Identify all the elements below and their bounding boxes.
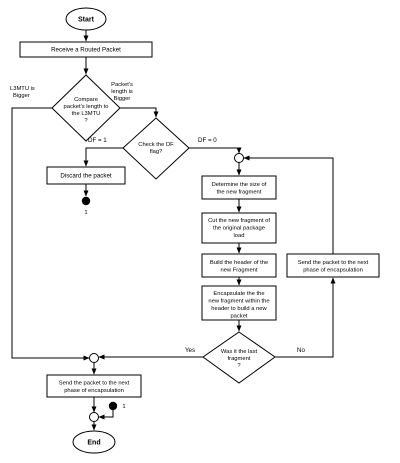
build-label-line-1: Build the header of the xyxy=(210,260,268,266)
discard-packet-label: Discard the packet xyxy=(60,173,112,180)
last-label-line-1: Was it the last xyxy=(221,349,258,355)
build-label-line-2: new Fragment xyxy=(220,268,257,274)
cut-label-line-3: load xyxy=(234,233,245,239)
send-next-label-line-2: phase of encapsulation xyxy=(303,268,363,274)
compare-label-line-3: the L3MTU xyxy=(72,111,101,117)
l3mtu-bigger-label-line-1: L3MTU is xyxy=(10,86,35,92)
encapsulate-box: Encapsulate the the new fragment within … xyxy=(201,285,277,321)
send-final-label-line-2: phase of encapsulation xyxy=(64,388,124,394)
send-final-label-line-1: Send the packet to the next xyxy=(59,381,130,387)
encapsulate-label-line-3: header to build a new xyxy=(211,306,267,312)
packet-bigger-label-line-3: Bigger xyxy=(114,96,131,102)
determine-label-line-1: Determine the size of xyxy=(212,182,267,188)
discard-connector-label: 1 xyxy=(84,210,87,216)
check-df-label-line-1: Check the DF xyxy=(138,142,174,148)
df-one-label: DF = 1 xyxy=(88,137,107,144)
receive-packet-label: Receive a Routed Packet xyxy=(51,47,121,54)
last-label-line-3: ? xyxy=(237,363,241,369)
last-fragment-decision: Was it the last fragment ? xyxy=(202,331,276,384)
yes-label: Yes xyxy=(185,347,195,354)
discard-connector: 1 xyxy=(81,196,91,216)
edge-df-zero-to-loop xyxy=(189,147,242,154)
encapsulate-label-line-2: new fragment within the xyxy=(208,299,269,305)
determine-label-line-2: the new fragment xyxy=(217,190,262,196)
determine-size-box: Determine the size of the new fragment xyxy=(201,175,277,200)
send-next-label-line-1: Send the packet to the next xyxy=(298,260,369,266)
edge-compare-to-check-df xyxy=(120,107,159,118)
last-label-line-2: fragment xyxy=(228,356,251,362)
edge-last-no-to-send-next xyxy=(275,277,336,358)
send-final-box: Send the packet to the next phase of enc… xyxy=(46,374,142,398)
receive-packet-box: Receive a Routed Packet xyxy=(19,41,153,58)
check-df-decision: Check the DF flag? xyxy=(122,117,190,180)
no-label: No xyxy=(297,347,305,354)
packet-bigger-label-line-1: Packet's xyxy=(111,82,133,88)
encapsulate-label-line-4: packet xyxy=(230,314,247,320)
start-terminal: Start xyxy=(65,7,107,31)
cut-label-line-2: the original package xyxy=(213,226,265,232)
end-terminal: End xyxy=(72,430,116,454)
discard-packet-box: Discard the packet xyxy=(46,166,126,185)
packet-bigger-label-line-2: length is xyxy=(111,89,133,95)
df-zero-label: DF = 0 xyxy=(198,137,217,144)
compare-length-decision: Compare packet's length to the L3MTU ? xyxy=(51,74,121,142)
edge-connector-to-end-junction xyxy=(98,410,114,420)
edge-compare-to-merge xyxy=(11,107,90,361)
edge-send-next-to-loop xyxy=(243,155,334,254)
end-junction xyxy=(89,412,99,422)
cut-fragment-box: Cut the new fragment of the original pac… xyxy=(201,212,277,244)
check-df-label-line-2: flag? xyxy=(150,149,163,155)
merge-junction xyxy=(89,353,99,363)
cut-label-line-1: Cut the new fragment of xyxy=(208,218,270,224)
send-next-phase-box: Send the packet to the next phase of enc… xyxy=(286,253,380,278)
l3mtu-bigger-label-line-2: Bigger xyxy=(13,93,30,99)
compare-label-line-4: ? xyxy=(84,118,88,124)
edge-df-one-to-discard xyxy=(83,147,123,167)
encapsulate-label-line-1: Encapsulate the the xyxy=(213,291,264,297)
compare-label-line-2: packet's length to xyxy=(64,104,109,110)
compare-label-line-1: Compare xyxy=(74,97,98,103)
build-header-box: Build the header of the new Fragment xyxy=(201,253,277,278)
end-connector-label: 1 xyxy=(122,404,125,410)
end-label: End xyxy=(87,440,100,447)
loop-junction xyxy=(234,153,244,163)
end-connector: 1 xyxy=(108,401,126,411)
start-label: Start xyxy=(78,17,95,24)
